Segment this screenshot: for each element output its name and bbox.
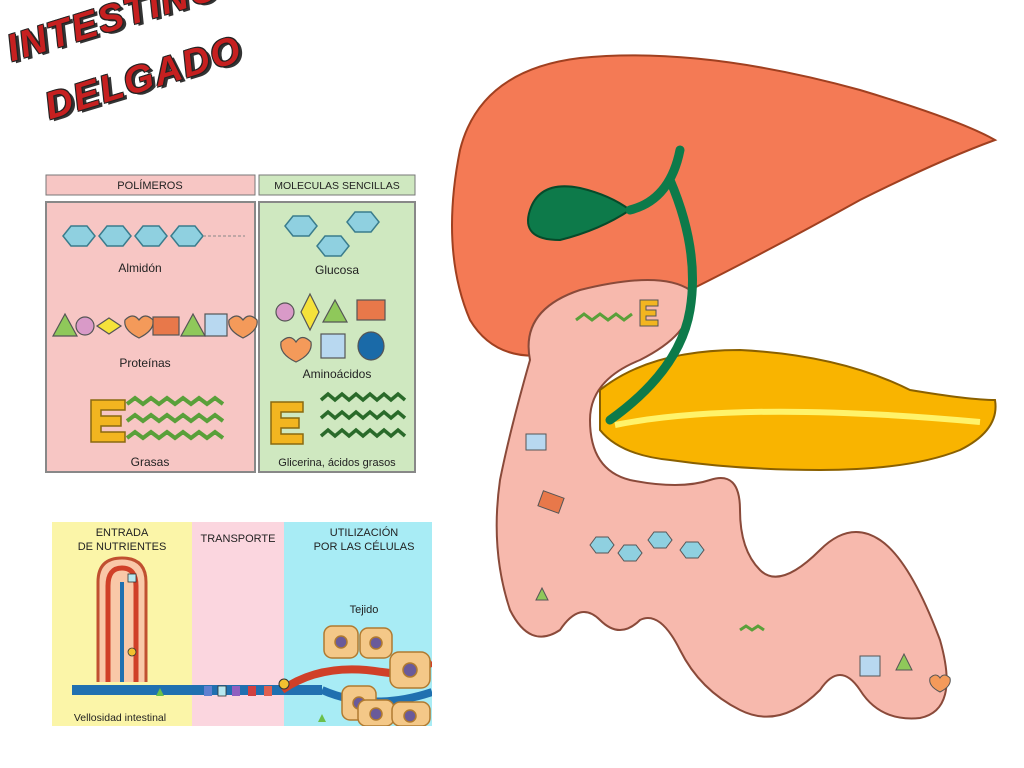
polymers-panel: POLÍMEROS MOLECULAS SENCILLAS Almidón Pr… — [45, 174, 416, 473]
intestine-molecules-icon — [525, 299, 951, 693]
glycerol-fatty-acids-icon — [270, 391, 407, 445]
entrada-title-1: ENTRADA — [96, 527, 149, 539]
label-glucosa: Glucosa — [315, 263, 359, 277]
protein-chain-icon — [51, 312, 258, 339]
tejido-label: Tejido — [350, 604, 379, 616]
utilizacion-title-1: UTILIZACIÓN — [330, 526, 399, 539]
label-proteinas: Proteínas — [119, 356, 170, 370]
label-grasas: Grasas — [131, 455, 170, 469]
label-aminoacidos: Aminoácidos — [303, 367, 372, 381]
starch-chain-icon — [62, 225, 204, 247]
nutrients-panel: ENTRADA DE NUTRIENTES TRANSPORTE UTILIZA… — [52, 522, 432, 726]
header-polymers: POLÍMEROS — [117, 179, 182, 192]
digestive-illustration — [451, 54, 998, 720]
vellosidad-label: Vellosidad intestinal — [74, 712, 166, 724]
header-simple-bg — [258, 174, 416, 196]
amino-acids-icon — [275, 292, 386, 363]
polymers-box — [45, 201, 256, 473]
header-simple: MOLECULAS SENCILLAS — [274, 180, 399, 192]
label-glicerina: Glicerina, ácidos grasos — [278, 457, 396, 469]
utilizacion-title-2: POR LAS CÉLULAS — [314, 540, 415, 553]
label-almidon: Almidón — [118, 261, 161, 275]
header-polymers-bg — [45, 174, 256, 196]
entrada-title-2: DE NUTRIENTES — [78, 541, 167, 553]
small-intestine-icon — [495, 279, 948, 720]
transporte-title: TRANSPORTE — [201, 533, 276, 545]
fat-molecule-icon — [90, 395, 225, 443]
tissue-cells-icon — [323, 625, 431, 726]
glucose-icon — [284, 211, 380, 257]
liver-icon — [451, 54, 998, 357]
villus-icon — [96, 556, 148, 682]
bile-duct-icon — [605, 145, 697, 425]
transport-particles-icon — [156, 678, 290, 697]
